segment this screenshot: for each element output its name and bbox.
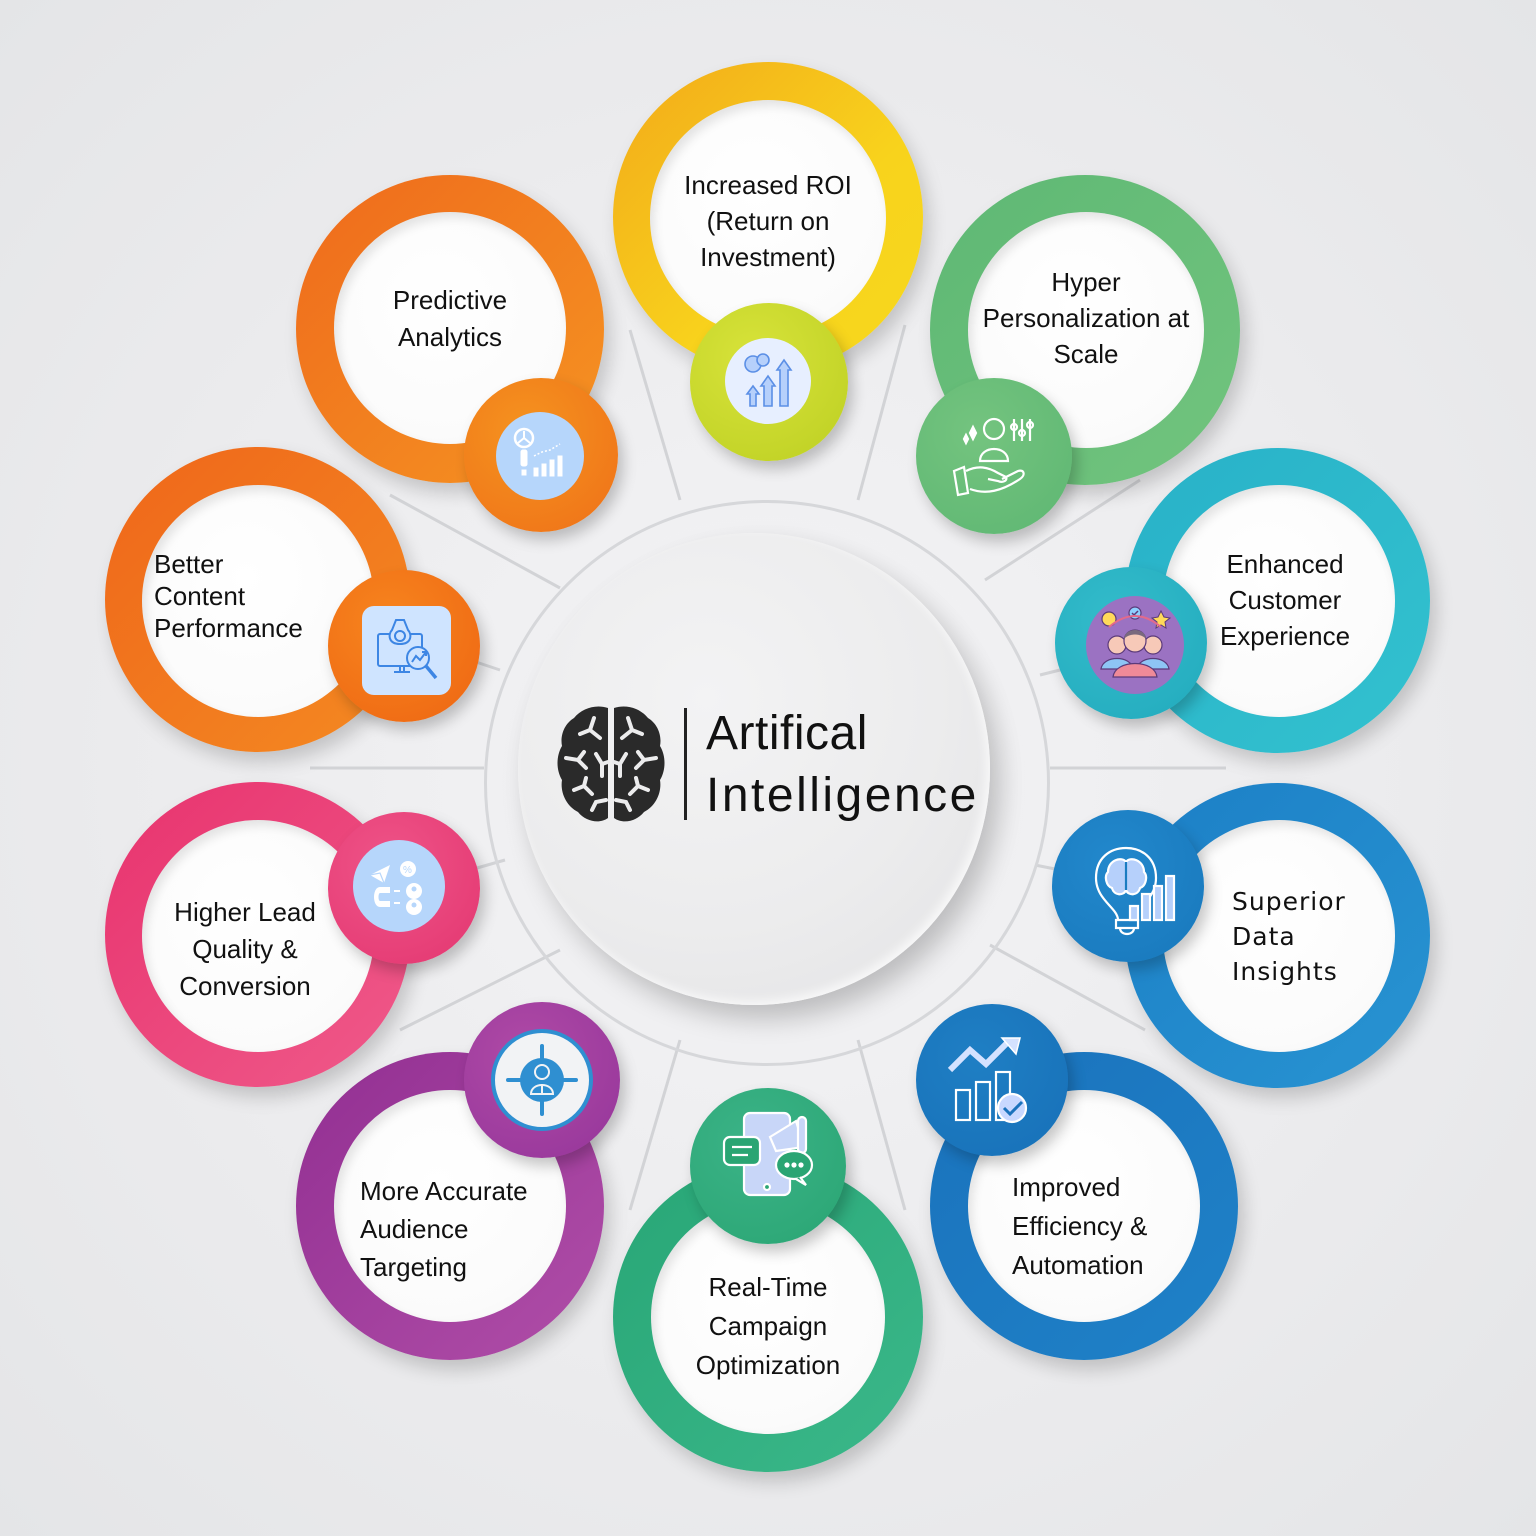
badge-improved [916, 1004, 1068, 1156]
ring-enhanced-inner [1163, 485, 1395, 717]
mobile-megaphone-icon [718, 1106, 818, 1202]
predictive-chart-icon [496, 412, 584, 500]
hub-outer-ring [484, 500, 1050, 1066]
lead-magnet-icon: % [353, 840, 445, 932]
roi-growth-icon [725, 338, 811, 424]
benefit-label: Predictive Analytics [392, 285, 508, 352]
hub-divider [684, 708, 687, 820]
personalization-hand-icon [944, 406, 1044, 502]
benefit-label: More Accurate Audience Targeting [360, 1176, 528, 1282]
benefit-label: Improved Efficiency & Automation [1012, 1172, 1148, 1280]
benefit-label: Better Content Performance [154, 549, 303, 643]
benefit-label: Enhanced Customer Experience [1219, 549, 1351, 651]
hub-content: Artifical Intelligence [556, 700, 996, 830]
benefit-label: Hyper Personalization at Scale [982, 267, 1190, 369]
svg-text:%: % [403, 865, 412, 876]
hub-title-line2: Intelligence [706, 769, 979, 822]
lightbulb-brain-chart-icon [1082, 842, 1182, 942]
benefit-label: Higher Lead Quality & Conversion [174, 897, 316, 1001]
benefit-label: Superior Data Insights [1232, 887, 1346, 986]
benefit-label: Real-Time Campaign Optimization [695, 1272, 841, 1380]
target-person-icon [491, 1029, 593, 1131]
brain-icon [557, 706, 665, 822]
benefit-label: Increased ROI (Return on Investment) [684, 170, 852, 272]
ring-superior-inner [1163, 820, 1395, 1052]
badge-hyper [916, 378, 1072, 534]
monitor-analytics-icon [362, 606, 451, 695]
chart-check-icon [946, 1036, 1036, 1126]
ring-roi-inner [650, 100, 886, 336]
customer-group-icon [1086, 596, 1184, 694]
hub-title-line1: Artifical [706, 707, 868, 760]
